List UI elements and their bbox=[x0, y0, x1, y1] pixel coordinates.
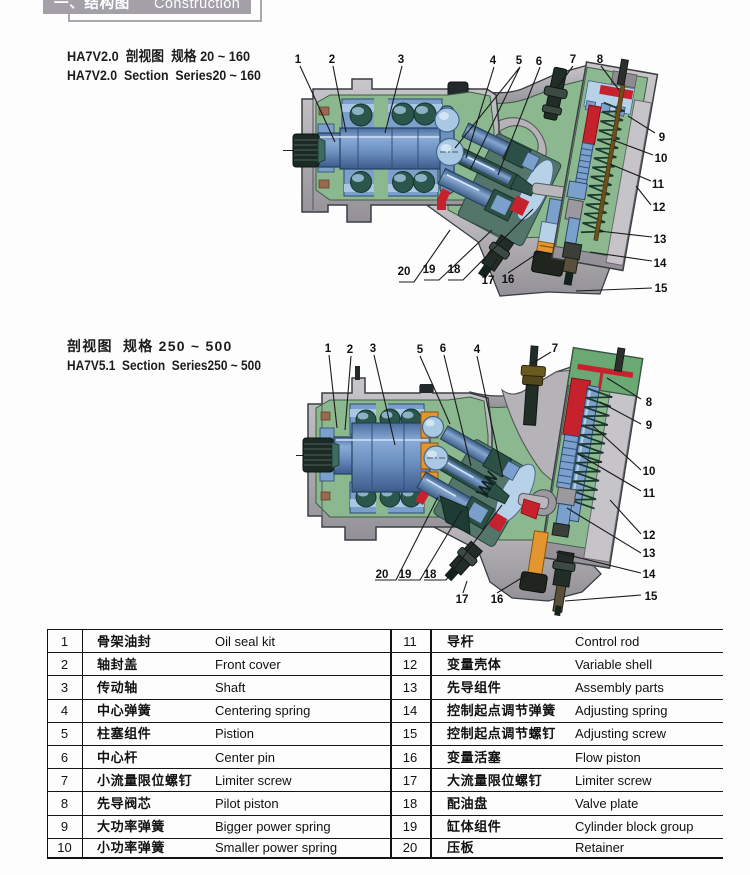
svg-text:13: 13 bbox=[654, 234, 667, 246]
svg-text:6: 6 bbox=[536, 56, 542, 68]
svg-text:17: 17 bbox=[482, 275, 495, 287]
svg-text:3: 3 bbox=[398, 54, 404, 66]
svg-text:8: 8 bbox=[646, 397, 653, 409]
svg-text:3: 3 bbox=[370, 343, 376, 355]
svg-text:17: 17 bbox=[456, 594, 469, 606]
svg-text:7: 7 bbox=[570, 54, 576, 66]
svg-text:11: 11 bbox=[643, 488, 656, 500]
svg-text:5: 5 bbox=[417, 344, 424, 356]
svg-text:16: 16 bbox=[491, 594, 504, 606]
svg-text:14: 14 bbox=[643, 569, 656, 581]
svg-text:15: 15 bbox=[655, 283, 668, 295]
svg-text:9: 9 bbox=[659, 132, 665, 144]
svg-text:1: 1 bbox=[295, 54, 302, 66]
svg-text:19: 19 bbox=[399, 569, 412, 581]
svg-text:12: 12 bbox=[653, 202, 666, 214]
svg-text:13: 13 bbox=[643, 548, 656, 560]
svg-text:14: 14 bbox=[654, 258, 667, 270]
svg-text:4: 4 bbox=[474, 344, 481, 356]
svg-text:5: 5 bbox=[516, 55, 523, 67]
svg-text:12: 12 bbox=[643, 530, 656, 542]
svg-text:20: 20 bbox=[376, 569, 389, 581]
svg-text:8: 8 bbox=[597, 54, 604, 66]
svg-text:18: 18 bbox=[424, 569, 437, 581]
svg-text:1: 1 bbox=[325, 343, 332, 355]
svg-text:11: 11 bbox=[652, 179, 665, 191]
svg-text:9: 9 bbox=[646, 420, 652, 432]
svg-text:19: 19 bbox=[423, 264, 436, 276]
svg-text:2: 2 bbox=[347, 344, 353, 356]
svg-text:7: 7 bbox=[552, 343, 558, 355]
svg-text:6: 6 bbox=[440, 343, 446, 355]
svg-text:10: 10 bbox=[643, 466, 656, 478]
svg-text:10: 10 bbox=[655, 153, 668, 165]
svg-text:4: 4 bbox=[490, 55, 497, 67]
svg-text:16: 16 bbox=[502, 274, 515, 286]
svg-text:20: 20 bbox=[398, 266, 411, 278]
svg-text:2: 2 bbox=[329, 54, 335, 66]
svg-text:15: 15 bbox=[645, 591, 658, 603]
svg-text:18: 18 bbox=[448, 264, 461, 276]
